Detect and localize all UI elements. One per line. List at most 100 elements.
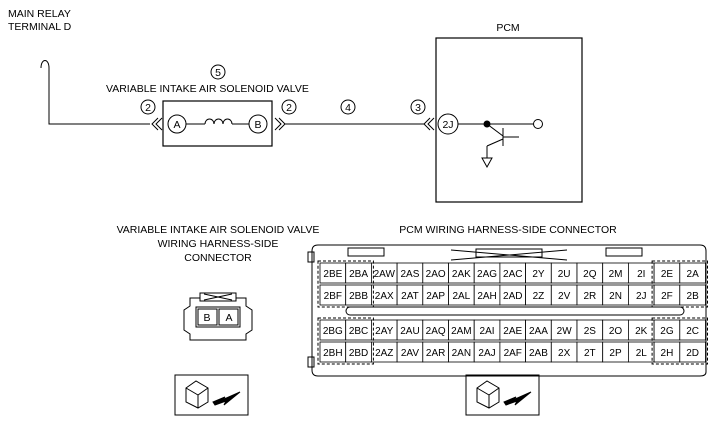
pcm-pin-2y: 2Y (532, 269, 545, 280)
pcm-pin-2z: 2Z (533, 291, 545, 302)
valve-connector-title-line2: WIRING HARNESS-SIDE (158, 238, 279, 250)
pcm-pin-2r: 2R (583, 291, 596, 302)
pcm-pin-2be: 2BE (323, 269, 342, 280)
pcm-pin-2i: 2I (637, 269, 645, 280)
pcm-pin-2bg: 2BG (323, 326, 343, 337)
pcm-pin-2ag: 2AG (477, 269, 497, 280)
pcm-pin-2s: 2S (584, 326, 597, 337)
transistor-icon (458, 120, 534, 169)
pcm-box (435, 37, 583, 203)
valve-terminal-b (248, 114, 268, 134)
pcm-pin-2u: 2U (558, 269, 571, 280)
pcm-pin-2n: 2N (609, 291, 622, 302)
pcm-pin-2ao: 2AO (426, 269, 446, 280)
pcm-pin-2at: 2AT (401, 291, 419, 302)
main-relay-label-line1: MAIN RELAY (8, 8, 71, 20)
valve-connector-pin-b: B (203, 312, 210, 324)
pcm-pin-2ad: 2AD (503, 291, 522, 302)
svg-text:5: 5 (215, 67, 221, 79)
pcm-pin-2q: 2Q (583, 269, 597, 280)
pcm-pin-2as: 2AS (400, 269, 419, 280)
solenoid-valve-box (162, 100, 273, 147)
valve-terminal-b-label: B (254, 119, 261, 131)
svg-text:2: 2 (286, 102, 292, 114)
pcm-pin-2bh: 2BH (323, 348, 342, 359)
pcm-pin-2g: 2G (660, 326, 674, 337)
pcm-pin-2aj: 2AJ (478, 348, 495, 359)
pcm-pin-cell (679, 262, 706, 284)
pcm-pin-2bb: 2BB (349, 291, 368, 302)
pcm-pin-2e: 2E (661, 269, 674, 280)
valve-left-connector-chevrons (151, 117, 163, 131)
main-relay-label-line2: TERMINAL D (8, 21, 72, 33)
pcm-pin-2p: 2P (609, 348, 622, 359)
svg-text:3: 3 (415, 102, 421, 114)
pcm-pin-2o: 2O (609, 326, 623, 337)
pcm-pin-2ap: 2AP (426, 291, 445, 302)
pcm-pin-2av: 2AV (401, 348, 419, 359)
pcm-pin-2ba: 2BA (349, 269, 368, 280)
pcm-pin-2c: 2C (686, 326, 699, 337)
valve-connector-title-line3: CONNECTOR (184, 252, 252, 264)
pcm-pin-2ar: 2AR (426, 348, 445, 359)
pcm-pin-2ak: 2AK (452, 269, 471, 280)
pcm-connector-title: PCM WIRING HARNESS-SIDE CONNECTOR (399, 224, 617, 236)
valve-connector-pin-a: A (225, 312, 232, 324)
pcm-connector-chevrons (423, 117, 435, 131)
pcm-pin-2w: 2W (557, 326, 573, 337)
pcm-pin-cell (679, 341, 706, 363)
valve-connector-face (183, 292, 253, 341)
pcm-pin-group-outline (651, 260, 708, 308)
pcm-pin-2az: 2AZ (375, 348, 393, 359)
pcm-pin-2m: 2M (609, 269, 623, 280)
pcm-pin-2aq: 2AQ (426, 326, 446, 337)
solenoid-coil-icon (204, 118, 233, 125)
pcm-pin-2ah: 2AH (477, 291, 496, 302)
pcm-pin-2k: 2K (635, 326, 648, 337)
pcm-output-terminal-icon (533, 119, 543, 129)
pcm-pin-cell (679, 319, 706, 341)
pcm-pin-2t: 2T (584, 348, 596, 359)
valve-right-connector-chevrons (274, 117, 286, 131)
probe-view-icon-right (465, 374, 540, 416)
pcm-connector-face (307, 244, 707, 377)
pcm-pin-2bd: 2BD (349, 348, 368, 359)
pcm-title: PCM (496, 22, 519, 34)
pcm-pin-2ab: 2AB (529, 348, 548, 359)
pcm-pin-group-outline (651, 317, 708, 365)
callout-2-right: 2 (281, 99, 297, 115)
pcm-pin-2x: 2X (558, 348, 571, 359)
pcm-pin-2ay: 2AY (375, 326, 393, 337)
pcm-pin-2bf: 2BF (324, 291, 342, 302)
pcm-pin-2v: 2V (558, 291, 571, 302)
svg-text:4: 4 (345, 102, 351, 114)
pcm-pin-2af: 2AF (504, 348, 522, 359)
pcm-pin-2d: 2D (686, 348, 699, 359)
pcm-pin-group-outline (317, 260, 374, 308)
probe-view-icon (174, 374, 249, 416)
pcm-pin-2aa: 2AA (529, 326, 548, 337)
callout-4: 4 (340, 99, 356, 115)
valve-terminal-a-label: A (173, 119, 180, 131)
pcm-pin-2am: 2AM (451, 326, 472, 337)
pcm-pin-2h: 2H (661, 348, 674, 359)
pcm-pin-2j: 2J (636, 291, 647, 302)
pcm-pin-2a: 2A (687, 269, 700, 280)
pcm-pin-2f: 2F (661, 291, 673, 302)
pcm-pin-2ae: 2AE (503, 326, 522, 337)
pcm-pin-2an: 2AN (452, 348, 471, 359)
pcm-pin-2aw: 2AW (374, 269, 396, 280)
pcm-pin-2ax: 2AX (375, 291, 394, 302)
callout-5: 5 (210, 64, 226, 80)
svg-text:2: 2 (145, 102, 151, 114)
callout-3: 3 (410, 99, 426, 115)
pcm-pin-2bc: 2BC (349, 326, 368, 337)
solenoid-valve-title: VARIABLE INTAKE AIR SOLENOID VALVE (106, 83, 309, 95)
pcm-pin-2ai: 2AI (480, 326, 495, 337)
main-relay-wire (40, 60, 150, 125)
callout-2-left: 2 (140, 99, 156, 115)
valve-connector-title-line1: VARIABLE INTAKE AIR SOLENOID VALVE (117, 224, 320, 236)
pcm-pin-cell (679, 284, 706, 306)
pcm-pin-2l: 2L (636, 348, 648, 359)
